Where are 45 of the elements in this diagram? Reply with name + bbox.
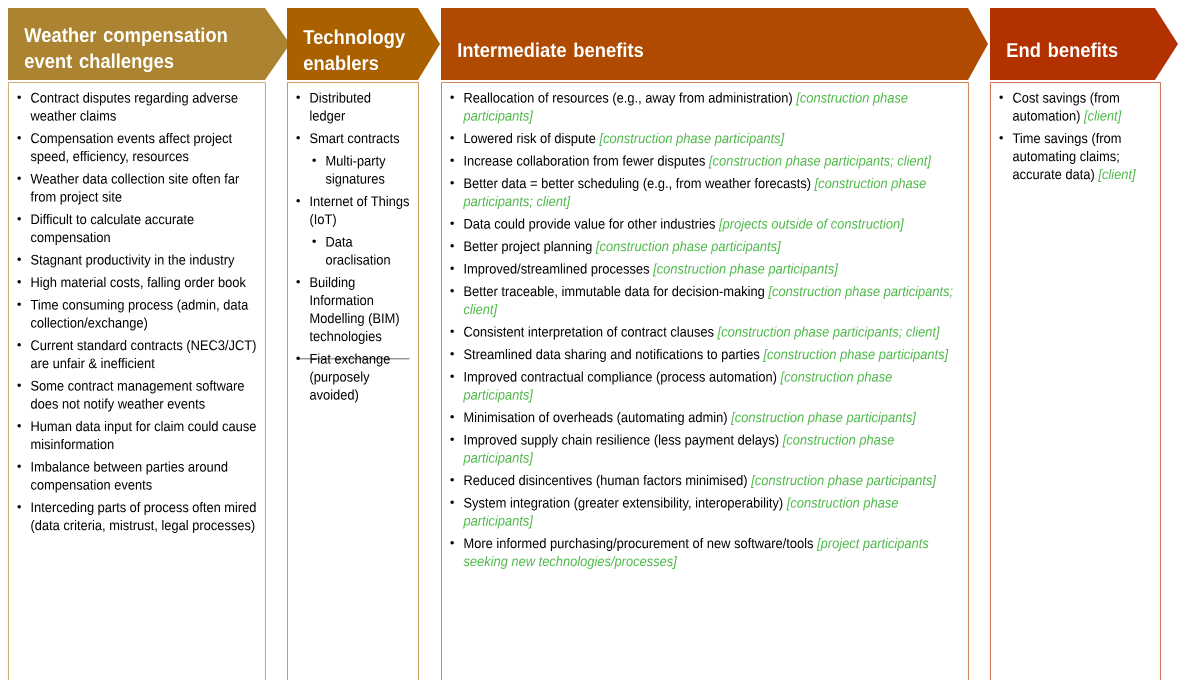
bullet-item: Time savings (from automating claims; accurate data) [client] — [999, 132, 1136, 182]
bullet-item: High material costs, falling order book — [17, 276, 246, 290]
bullet-item: Multi-party signatures — [312, 155, 386, 187]
bullet-item: Internet of Things (IoT) — [296, 195, 409, 227]
bullet-item: Data oraclisation — [312, 236, 390, 265]
bullet-item: Some contract management software does not notify weather events — [17, 380, 244, 412]
bullet-item: Time consuming process (admin, data collection/exchange) — [17, 299, 249, 331]
bullet-item: Consistent interpretation of contract clauses [construction phase participants; client] — [450, 326, 940, 340]
bullet-item: Weather data collection site often far from project site — [17, 173, 240, 205]
bullet-item: Difficult to calculate accurate compensation — [17, 213, 194, 245]
list-box — [441, 82, 969, 680]
bullet-item: Improved/streamlined processes [construction phase participants] — [450, 263, 839, 277]
bullet-item: Distributed ledger — [296, 92, 371, 124]
bullet-item: Reallocation of resources (e.g., away from administration) [construction phase participants] — [450, 92, 908, 124]
bullet-item: Contract disputes regarding adverse weather claims — [17, 92, 238, 121]
chevron-header: End benefits — [990, 8, 1178, 80]
bullet-item: Smart contracts — [296, 133, 400, 144]
bullet-item: Streamlined data sharing and notifications to parties [construction phase participants] — [450, 348, 949, 362]
bullet-item: Better project planning [construction phase participants] — [450, 240, 781, 254]
list-box — [8, 82, 266, 680]
bullet-item: Better traceable, immutable data for decision-making [construction phase participants; client] — [450, 285, 953, 317]
bullet-item: Minimisation of overheads (automating admin) [construction phase participants] — [450, 411, 917, 425]
bullet-item: Human data input for claim could cause misinformation — [17, 420, 256, 450]
bullet-item: Better data = better scheduling (e.g., from weather forecasts) [construction phase participants; client] — [450, 177, 926, 209]
bullet-item: More informed purchasing/procurement of new software/tools [project participants seeking new technologies/processes] — [450, 537, 929, 569]
bullet-item: Increase collaboration from fewer disputes [construction phase participants; client] — [450, 155, 932, 169]
bullet-item: System integration (greater extensibility, interoperability) [construction phase participants] — [450, 497, 898, 529]
bullet-item: Improved contractual compliance (process automation) [construction phase participants] — [450, 371, 892, 403]
bullet-item: Reduced disincentives (human factors minimised) [construction phase participants] — [450, 474, 937, 488]
bullet-item: Imbalance between parties around compensation events — [17, 461, 228, 493]
bullet-item: Current standard contracts (NEC3/JCT) are unfair & inefficient — [17, 339, 256, 369]
bullet-item: Interceding parts of process often mired (data criteria, mistrust, legal processes) — [17, 501, 256, 533]
chevron-header: Technology enablers — [287, 8, 440, 80]
chevron-header: Weather compensation event challenges — [8, 8, 290, 80]
bullet-item: Stagnant productivity in the industry — [17, 254, 235, 268]
bullet-item: Improved supply chain resilience (less payment delays) [construction phase participants] — [450, 434, 894, 466]
bullet-item: Cost savings (from automation) [client] — [999, 92, 1122, 124]
bullet-item: Lowered risk of dispute [construction phase participants] — [450, 132, 785, 146]
bullet-item: Building Information Modelling (BIM) technologies — [296, 276, 399, 344]
bullet-item: Compensation events affect project speed, efficiency, resources — [17, 132, 232, 164]
bullet-item: Fiat exchange (purposely avoided) — [296, 353, 410, 403]
chevron-header: Intermediate benefits — [441, 8, 988, 80]
bullet-item: Data could provide value for other industries [projects outside of construction] — [450, 218, 904, 232]
list-box — [287, 82, 419, 680]
list-box — [990, 82, 1161, 680]
